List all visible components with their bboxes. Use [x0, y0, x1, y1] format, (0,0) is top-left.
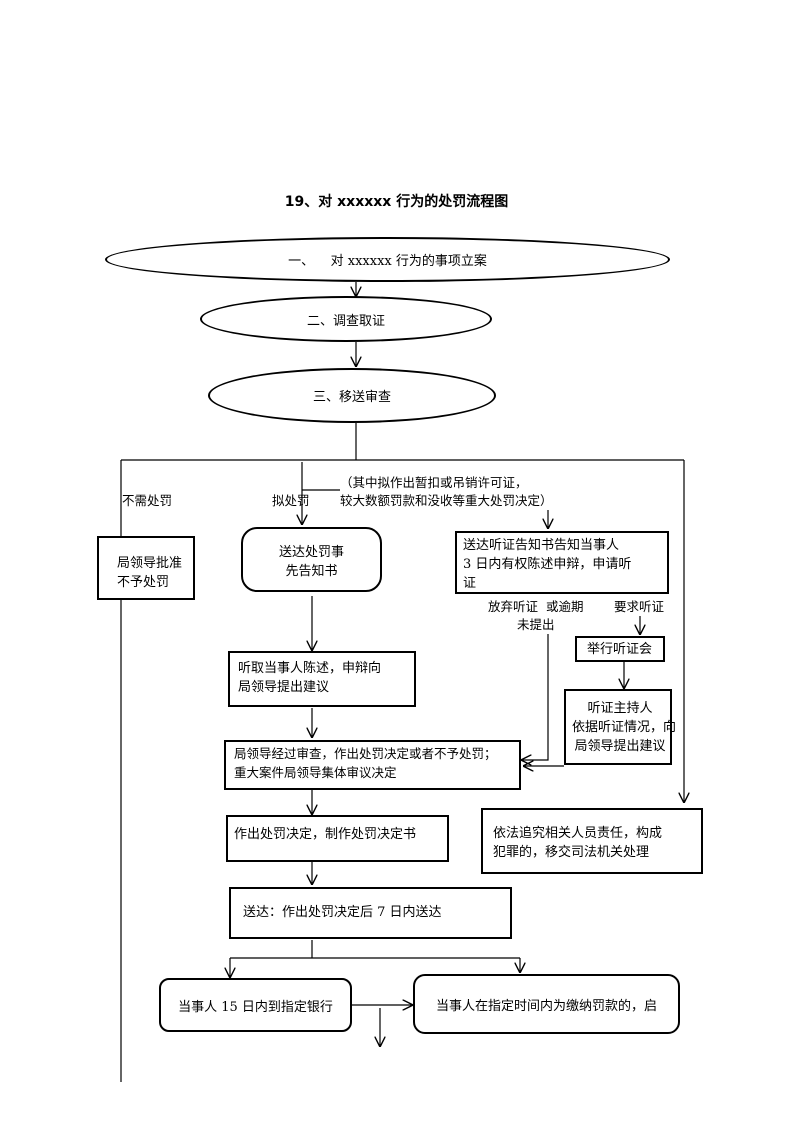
step2-text: 二、调查取证: [306, 313, 385, 329]
step2-oval: 二、调查取证: [200, 296, 492, 342]
overdue-text: 当事人在指定时间内为缴纳罚款的，启: [435, 998, 657, 1014]
step3-oval: 三、移送审查: [208, 368, 496, 423]
page-title: 19、对 xxxxxx 行为的处罚流程图: [284, 194, 509, 210]
box-host: 听证主持人 依据听证情况，向 局领导提出建议: [564, 689, 676, 765]
decide-text: 局领导经过审查，作出处罚决定或者不予处罚； 重大案件局领导集体审议决定: [234, 746, 497, 780]
box-deliver: 送达：作出处罚决定后 7 日内送达: [229, 887, 512, 939]
step1-oval: 一、 对 xxxxxx 行为的事项立案: [105, 237, 670, 282]
box-overdue: 当事人在指定时间内为缴纳罚款的，启: [413, 974, 680, 1034]
label-waive: 放弃听证 或逾期 未提出: [488, 598, 584, 634]
label-note: （其中拟作出暂扣或吊销许可证， 较大数额罚款和没收等重大处罚决定）: [340, 474, 553, 510]
box-notify: 送达处罚事 先告知书: [241, 527, 382, 592]
box-hearing-notice: 送达听证告知书告知当事人 3 日内有权陈述申辩，申请听 证: [455, 531, 669, 594]
no-penalty-text: 局领导批准 不予处罚: [117, 556, 183, 590]
notify-text: 送达处罚事 先告知书: [278, 544, 344, 579]
deliver-text: 送达：作出处罚决定后 7 日内送达: [243, 905, 442, 920]
box-criminal: 依法追究相关人员责任，构成 犯罪的，移交司法机关处理: [481, 808, 703, 874]
arrow-waive-decide: [522, 630, 549, 760]
decision-doc-text: 作出处罚决定，制作处罚决定书: [234, 827, 417, 842]
box-decide: 局领导经过审查，作出处罚决定或者不予处罚； 重大案件局领导集体审议决定: [224, 740, 521, 790]
criminal-text: 依法追究相关人员责任，构成 犯罪的，移交司法机关处理: [493, 826, 663, 860]
host-text: 听证主持人 依据听证情况，向 局领导提出建议: [572, 701, 677, 754]
box-no-penalty: 局领导批准 不予处罚: [97, 536, 195, 600]
box-listen: 听取当事人陈述，申辩向 局领导提出建议: [228, 651, 416, 707]
bank-text: 当事人 15 日内到指定银行: [178, 999, 333, 1015]
step3-text: 三、移送审查: [312, 390, 391, 405]
label-request: 要求听证: [614, 598, 665, 616]
label-propose: 拟处罚: [272, 493, 310, 508]
box-hold-hearing: 举行听证会: [575, 636, 665, 662]
step1-text: 一、 对 xxxxxx 行为的事项立案: [288, 254, 487, 269]
label-no-need: 不需处罚: [122, 493, 173, 508]
listen-text: 听取当事人陈述，申辩向 局领导提出建议: [238, 661, 382, 695]
hold-hearing-text: 举行听证会: [587, 642, 653, 657]
hearing-notice-text: 送达听证告知书告知当事人 3 日内有权陈述申辩，申请听 证: [463, 538, 632, 591]
box-decision-doc: 作出处罚决定，制作处罚决定书: [226, 815, 449, 862]
box-bank: 当事人 15 日内到指定银行: [159, 978, 352, 1032]
